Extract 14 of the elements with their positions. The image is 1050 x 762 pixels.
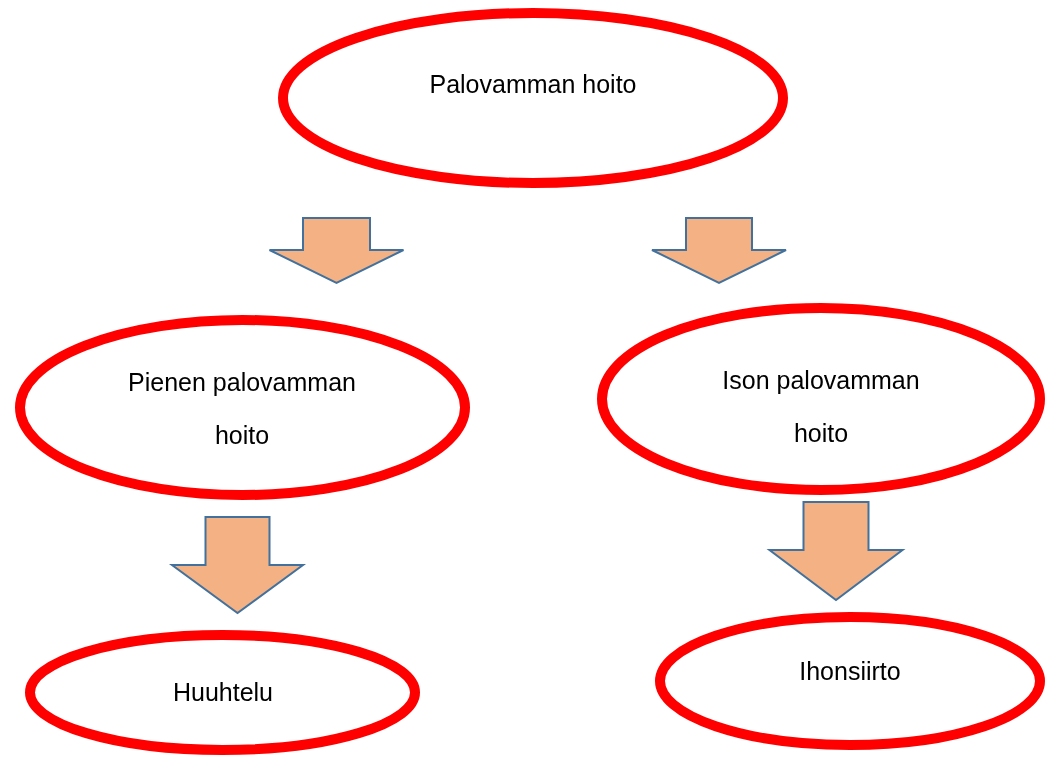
process-ellipse: [597, 303, 1045, 495]
node-label: Ihonsiirto: [798, 656, 902, 687]
block-arrow: [168, 516, 307, 615]
node-label: Ison palovamman hoito: [721, 365, 921, 449]
process-ellipse: [278, 8, 788, 188]
node-label: Pienen palovamman hoito: [127, 367, 357, 451]
node-label: Palovamman hoito: [428, 69, 638, 100]
block-arrow: [766, 501, 906, 602]
node-label: Huuhtelu: [171, 677, 275, 708]
block-arrow: [268, 217, 405, 285]
process-ellipse: [15, 315, 470, 500]
process-ellipse: [25, 630, 420, 755]
block-arrow: [651, 217, 787, 285]
process-ellipse: [655, 612, 1045, 750]
